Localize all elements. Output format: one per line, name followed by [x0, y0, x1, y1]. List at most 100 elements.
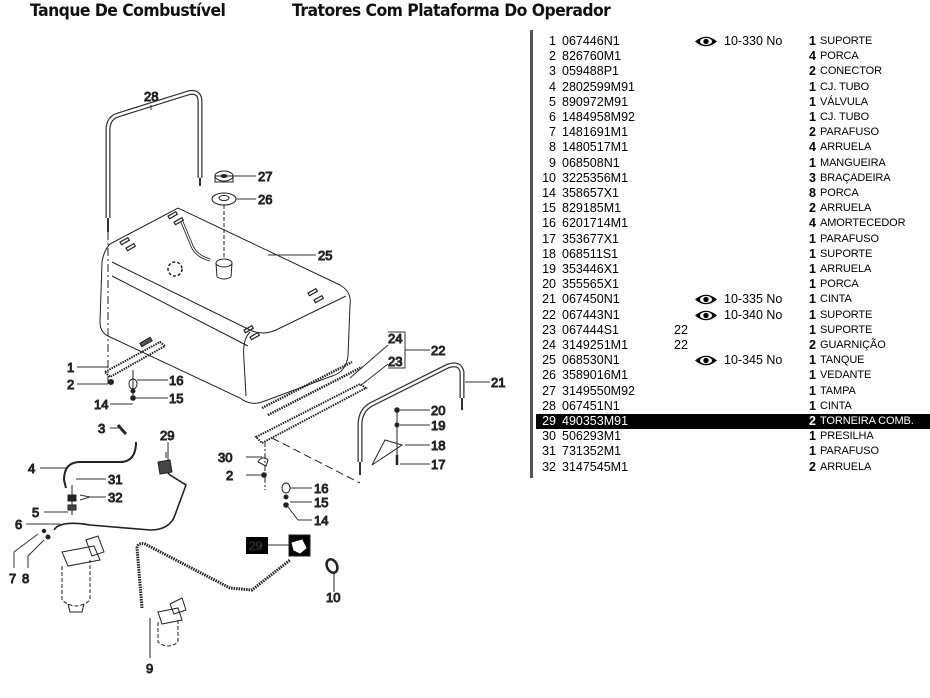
quantity: 1: [809, 307, 816, 322]
description: ARRUELA: [820, 202, 872, 215]
description: CONECTOR: [820, 65, 882, 78]
description: TAMPA: [820, 384, 856, 397]
part-number: 068511S1: [562, 246, 619, 261]
part-number: 731352M1: [562, 444, 622, 459]
quantity: 4: [809, 216, 816, 231]
callout-32: 32: [108, 490, 122, 505]
description: TANQUE: [820, 354, 865, 367]
description: SUPORTE: [820, 308, 873, 321]
part-number: 355565X1: [562, 277, 620, 292]
description: CJ. TUBO: [820, 80, 870, 93]
eye-icon[interactable]: [694, 35, 718, 48]
reference-link[interactable]: 10-340 No: [724, 307, 783, 322]
callout-8: 8: [22, 571, 29, 586]
part-number: 1484958M92: [562, 110, 635, 124]
callout-29: 29: [160, 428, 174, 443]
quantity: 1: [809, 322, 816, 337]
quantity: 1: [809, 398, 816, 413]
item-number: 18: [542, 246, 556, 261]
callout-28: 28: [144, 89, 158, 104]
description: PARAFUSO: [820, 445, 879, 458]
quantity: 1: [809, 262, 816, 276]
quantity: 1: [809, 79, 816, 94]
callout-16b: 16: [314, 481, 328, 496]
eye-icon[interactable]: [694, 309, 718, 322]
part-number: 6201714M1: [562, 216, 629, 231]
eye-icon[interactable]: [694, 293, 718, 306]
part-number: 2802599M91: [562, 79, 635, 94]
part-strips-23-24: [254, 360, 368, 490]
item-number: 26: [542, 368, 556, 383]
callout-6: 6: [15, 517, 22, 532]
part-number: 358657X1: [562, 186, 620, 200]
callout-2: 2: [67, 377, 74, 392]
part-lower-filter: [157, 597, 187, 647]
part-number: 068508N1: [562, 155, 620, 170]
item-number: 7: [549, 125, 556, 140]
description: ARRUELA: [820, 460, 872, 473]
leader-lines: [13, 105, 490, 568]
description: PRESILHA: [820, 430, 874, 443]
callout-23: 23: [388, 354, 402, 369]
part-hardware-left: [108, 370, 138, 401]
callout-30: 30: [218, 450, 232, 465]
eye-icon[interactable]: [694, 354, 718, 367]
callout-15: 15: [169, 391, 183, 406]
description: AMORTECEDOR: [820, 217, 906, 230]
item-number: 21: [542, 292, 556, 307]
item-number: 30: [542, 429, 556, 444]
reference-link[interactable]: 10-345 No: [724, 353, 783, 368]
reference-item: 22: [674, 338, 688, 352]
description: CINTA: [820, 293, 852, 306]
quantity: 2: [809, 414, 816, 428]
description: PORCA: [820, 187, 859, 199]
part-number: 3149251M1: [562, 338, 629, 352]
quantity: 1: [809, 368, 816, 383]
callout-labels: 28 27 26 25 1 2 16 15 14 24 23 22 21 20 …: [9, 89, 506, 677]
quantity: 1: [809, 277, 816, 292]
quantity: 2: [809, 459, 816, 474]
part-number: 890972M91: [562, 94, 629, 109]
exploded-parts-diagram: 28 27 26 25 1 2 16 15 14 24 23 22 21 20 …: [0, 28, 530, 698]
description: PORCA: [820, 278, 859, 291]
description: CINTA: [820, 399, 852, 412]
item-number: 29: [542, 414, 556, 428]
callout-19: 19: [431, 418, 445, 433]
description: VEDANTE: [820, 369, 872, 382]
callout-27: 27: [258, 169, 272, 184]
reference-link[interactable]: 10-330 No: [724, 34, 783, 48]
reference-link[interactable]: 10-335 No: [724, 292, 783, 307]
item-number: 5: [549, 94, 556, 109]
page-subtitle: Tratores Com Plataforma Do Operador: [292, 1, 611, 21]
